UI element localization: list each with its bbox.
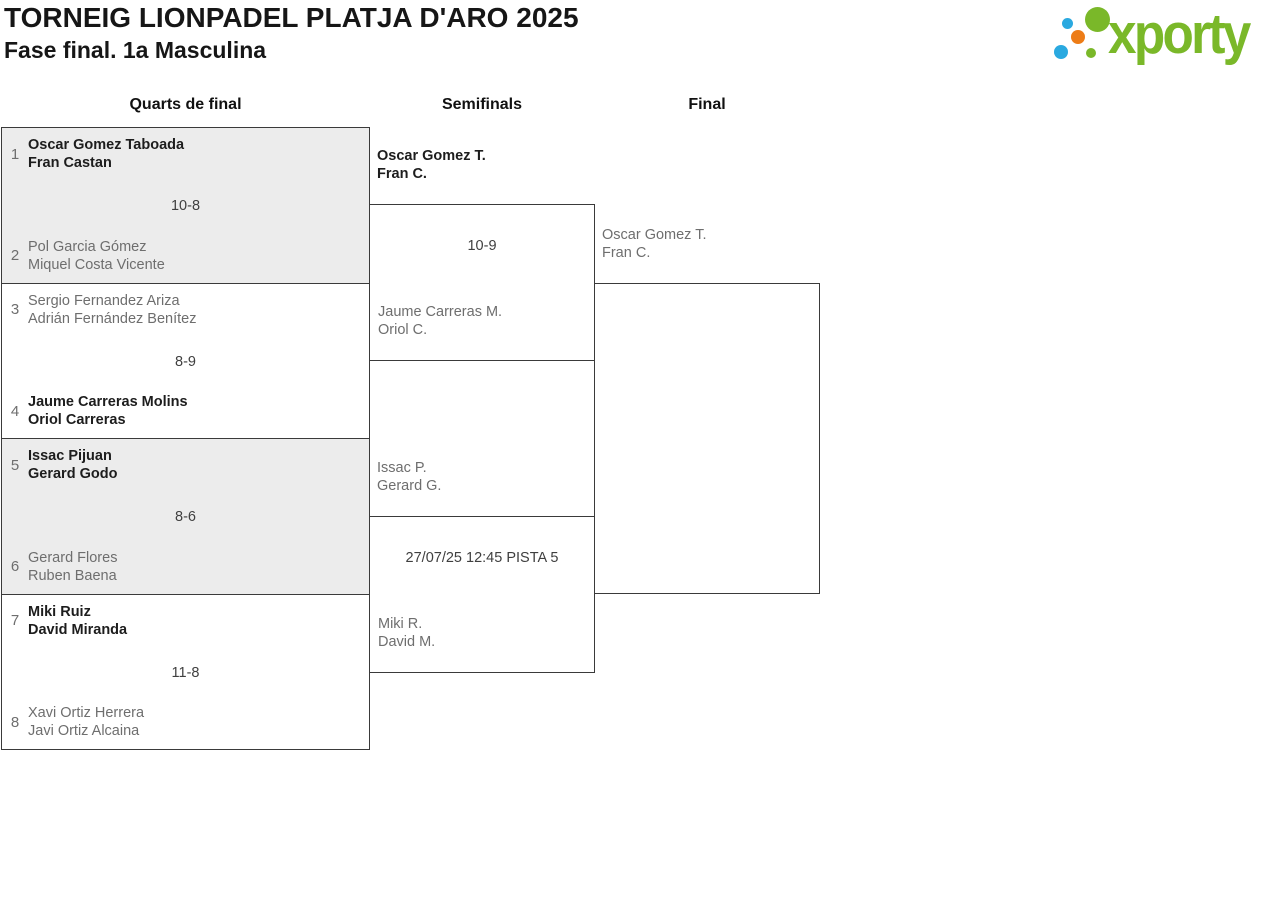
player-name: Jaume Carreras Molins <box>28 394 188 410</box>
match-schedule: 27/07/25 12:45 PISTA 5 <box>405 550 559 566</box>
player-name: Issac Pijuan <box>28 448 112 464</box>
player-name: Ruben Baena <box>28 567 117 584</box>
player-name: Issac P. <box>377 460 427 476</box>
player-name: Fran C. <box>377 166 427 182</box>
team-row: 4 Jaume Carreras Molins Oriol Carreras <box>2 393 188 429</box>
player-name: Sergio Fernandez Ariza <box>28 292 180 309</box>
logo-dot-blue-small-icon <box>1062 18 1073 29</box>
round-header-final: Final <box>688 96 726 113</box>
player-name: Gerard Godo <box>28 466 118 482</box>
match-score: 8-6 <box>175 509 196 525</box>
player-name: Oriol Carreras <box>28 412 126 428</box>
quarterfinal-match-1: 1 Oscar Gomez Taboada Fran Castan 10-8 2… <box>2 128 369 283</box>
team-names: Oscar Gomez Taboada Fran Castan <box>28 136 184 172</box>
seed-number: 6 <box>10 558 20 575</box>
semifinal-match-1: 10-9 Jaume Carreras M. Oriol C. <box>369 204 595 361</box>
team-names: Pol Garcia Gómez Miquel Costa Vicente <box>28 238 165 274</box>
player-name: Miki Ruiz <box>28 603 91 620</box>
final-top-team: Oscar Gomez T. Fran C. <box>602 226 706 262</box>
team-names: Sergio Fernandez Ariza Adrián Fernández … <box>28 292 196 328</box>
player-name: Oscar Gomez Taboada <box>28 137 185 153</box>
team-names: Miki Ruiz David Miranda <box>28 603 127 639</box>
team-row: 1 Oscar Gomez Taboada Fran Castan <box>2 136 184 172</box>
team-names: Issac Pijuan Gerard Godo <box>28 447 117 483</box>
seed-number: 8 <box>10 713 20 731</box>
match-score: 11-8 <box>171 664 200 681</box>
xporty-logo[interactable]: xporty <box>1050 0 1280 70</box>
player-name: Miki R. <box>378 616 423 632</box>
round-header-semifinals: Semifinals <box>441 96 523 113</box>
team-row: 5 Issac Pijuan Gerard Godo <box>2 447 118 483</box>
team-row: 7 Miki Ruiz David Miranda <box>2 603 127 639</box>
player-name: Fran C. <box>602 245 651 261</box>
logo-dot-blue-large-icon <box>1054 45 1068 59</box>
seed-number: 3 <box>10 301 20 318</box>
team-row: 3 Sergio Fernandez Ariza Adrián Fernánde… <box>2 292 197 328</box>
semifinal-match-2: 27/07/25 12:45 PISTA 5 Miki R. David M. <box>369 516 595 673</box>
semifinal-1-bottom-team: Jaume Carreras M. Oriol C. <box>378 303 502 339</box>
page-subtitle: Fase final. 1a Masculina <box>4 37 267 63</box>
team-row: 2 Pol Garcia Gómez Miquel Costa Vicente <box>2 238 165 274</box>
player-name: Oriol C. <box>378 322 428 338</box>
quarterfinal-match-4: 7 Miki Ruiz David Miranda 11-8 8 Xavi Or… <box>2 593 369 749</box>
match-score: 10-8 <box>170 198 201 214</box>
player-name: Adrián Fernández Benítez <box>28 310 197 327</box>
final-match <box>594 283 820 594</box>
page-title: TORNEIG LIONPADEL PLATJA D'ARO 2025 <box>4 2 579 33</box>
seed-number: 2 <box>10 247 20 264</box>
player-name: Pol Garcia Gómez <box>28 238 147 255</box>
semifinal-1-top-team: Oscar Gomez T. Fran C. <box>377 147 486 183</box>
player-name: Oscar Gomez T. <box>602 227 707 243</box>
team-names: Xavi Ortiz Herrera Javi Ortiz Alcaina <box>28 704 144 740</box>
player-name: Oscar Gomez T. <box>377 148 486 164</box>
seed-number: 5 <box>10 456 20 474</box>
player-name: David Miranda <box>28 621 128 638</box>
logo-dot-green-large-icon <box>1085 7 1110 32</box>
player-name: David M. <box>378 634 436 650</box>
player-name: Fran Castan <box>28 155 112 171</box>
seed-number: 1 <box>10 145 20 163</box>
player-name: Jaume Carreras M. <box>378 304 503 320</box>
quarterfinal-match-3: 5 Issac Pijuan Gerard Godo 8-6 6 Gerard … <box>2 438 369 594</box>
quarterfinal-match-2: 3 Sergio Fernandez Ariza Adrián Fernánde… <box>2 282 369 438</box>
team-row: 8 Xavi Ortiz Herrera Javi Ortiz Alcaina <box>2 704 144 740</box>
match-score: 10-9 <box>467 238 497 254</box>
team-names: Jaume Carreras Molins Oriol Carreras <box>28 393 188 429</box>
player-name: Gerard Flores <box>28 549 118 566</box>
seed-number: 4 <box>10 402 20 420</box>
match-score: 8-9 <box>175 353 196 370</box>
player-name: Xavi Ortiz Herrera <box>28 705 145 721</box>
semifinal-2-bottom-team: Miki R. David M. <box>378 615 435 651</box>
player-name: Gerard G. <box>377 478 442 494</box>
player-name: Javi Ortiz Alcaina <box>28 723 140 739</box>
round-header-quarterfinals: Quarts de final <box>129 96 242 113</box>
logo-dot-orange-icon <box>1071 30 1085 44</box>
player-name: Miquel Costa Vicente <box>28 256 165 273</box>
team-row: 6 Gerard Flores Ruben Baena <box>2 549 118 585</box>
logo-wordmark: xporty <box>1108 2 1251 66</box>
logo-dot-green-small-icon <box>1086 48 1096 58</box>
seed-number: 7 <box>10 612 20 629</box>
quarterfinals-column: 1 Oscar Gomez Taboada Fran Castan 10-8 2… <box>1 127 370 750</box>
team-names: Gerard Flores Ruben Baena <box>28 549 117 585</box>
semifinal-2-top-team: Issac P. Gerard G. <box>377 459 441 495</box>
